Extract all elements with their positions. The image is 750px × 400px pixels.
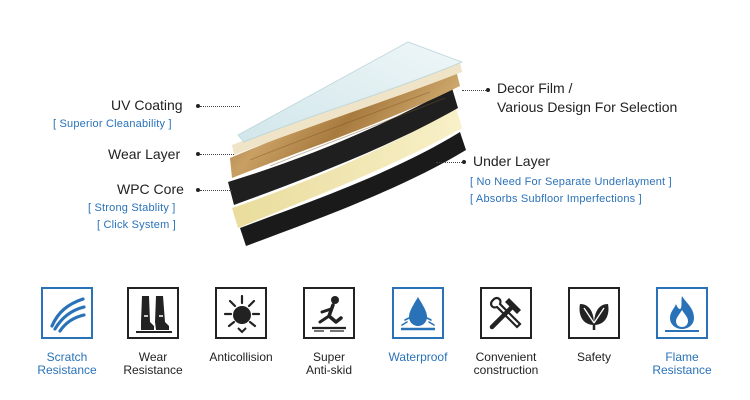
wpc-core-dot xyxy=(196,188,200,192)
wear-layer-dot xyxy=(196,152,200,156)
wpc-core-leader xyxy=(200,190,232,191)
under-layer-leader xyxy=(436,162,462,163)
safety-caption: Safety xyxy=(576,350,612,364)
waterproof-icon xyxy=(392,287,444,339)
anticollision-icon xyxy=(215,287,267,339)
wear-layer-leader xyxy=(200,154,234,155)
under-layer-note-2: [ Absorbs Subfloor Imperfections ] xyxy=(470,193,642,205)
wpc-core-sheet xyxy=(228,88,458,205)
under-layer-sheet xyxy=(240,132,466,246)
decor-film-leader xyxy=(462,90,486,91)
decor-film-label-line2: Various Design For Selection xyxy=(497,99,678,115)
under-layer-dot xyxy=(462,160,466,164)
wood-grain xyxy=(249,91,446,167)
decor-film-sheet xyxy=(232,62,462,155)
convenient-construction-icon xyxy=(480,287,532,339)
uv-coating-dot xyxy=(196,104,200,108)
scratch-resistance-icon xyxy=(41,287,93,339)
wpc-core-note-1: [ Strong Stablity ] xyxy=(88,202,176,214)
flame-resistance-icon xyxy=(656,287,708,339)
cream-layer-sheet xyxy=(232,108,462,228)
anticollision-caption: Anticollision xyxy=(209,350,273,364)
uv-coating-leader xyxy=(200,106,240,107)
super-anti-skid-icon xyxy=(303,287,355,339)
uv-coating-note: [ Superior Cleanability ] xyxy=(53,118,172,130)
wear-layer-label: Wear Layer xyxy=(108,146,181,162)
wpc-core-note-2: [ Click System ] xyxy=(97,219,176,231)
under-layer-note-1: [ No Need For Separate Underlayment ] xyxy=(470,176,672,188)
wear-resistance-icon xyxy=(127,287,179,339)
waterproof-caption: Waterproof xyxy=(388,350,448,364)
uv-coating-label: UV Coating xyxy=(111,97,183,113)
wpc-core-label: WPC Core xyxy=(117,181,184,197)
under-layer-label: Under Layer xyxy=(473,153,551,169)
safety-icon xyxy=(568,287,620,339)
decor-film-label-line1: Decor Film / xyxy=(497,80,573,96)
uv-coating-sheet xyxy=(237,41,464,143)
decor-film-dot xyxy=(486,88,490,92)
